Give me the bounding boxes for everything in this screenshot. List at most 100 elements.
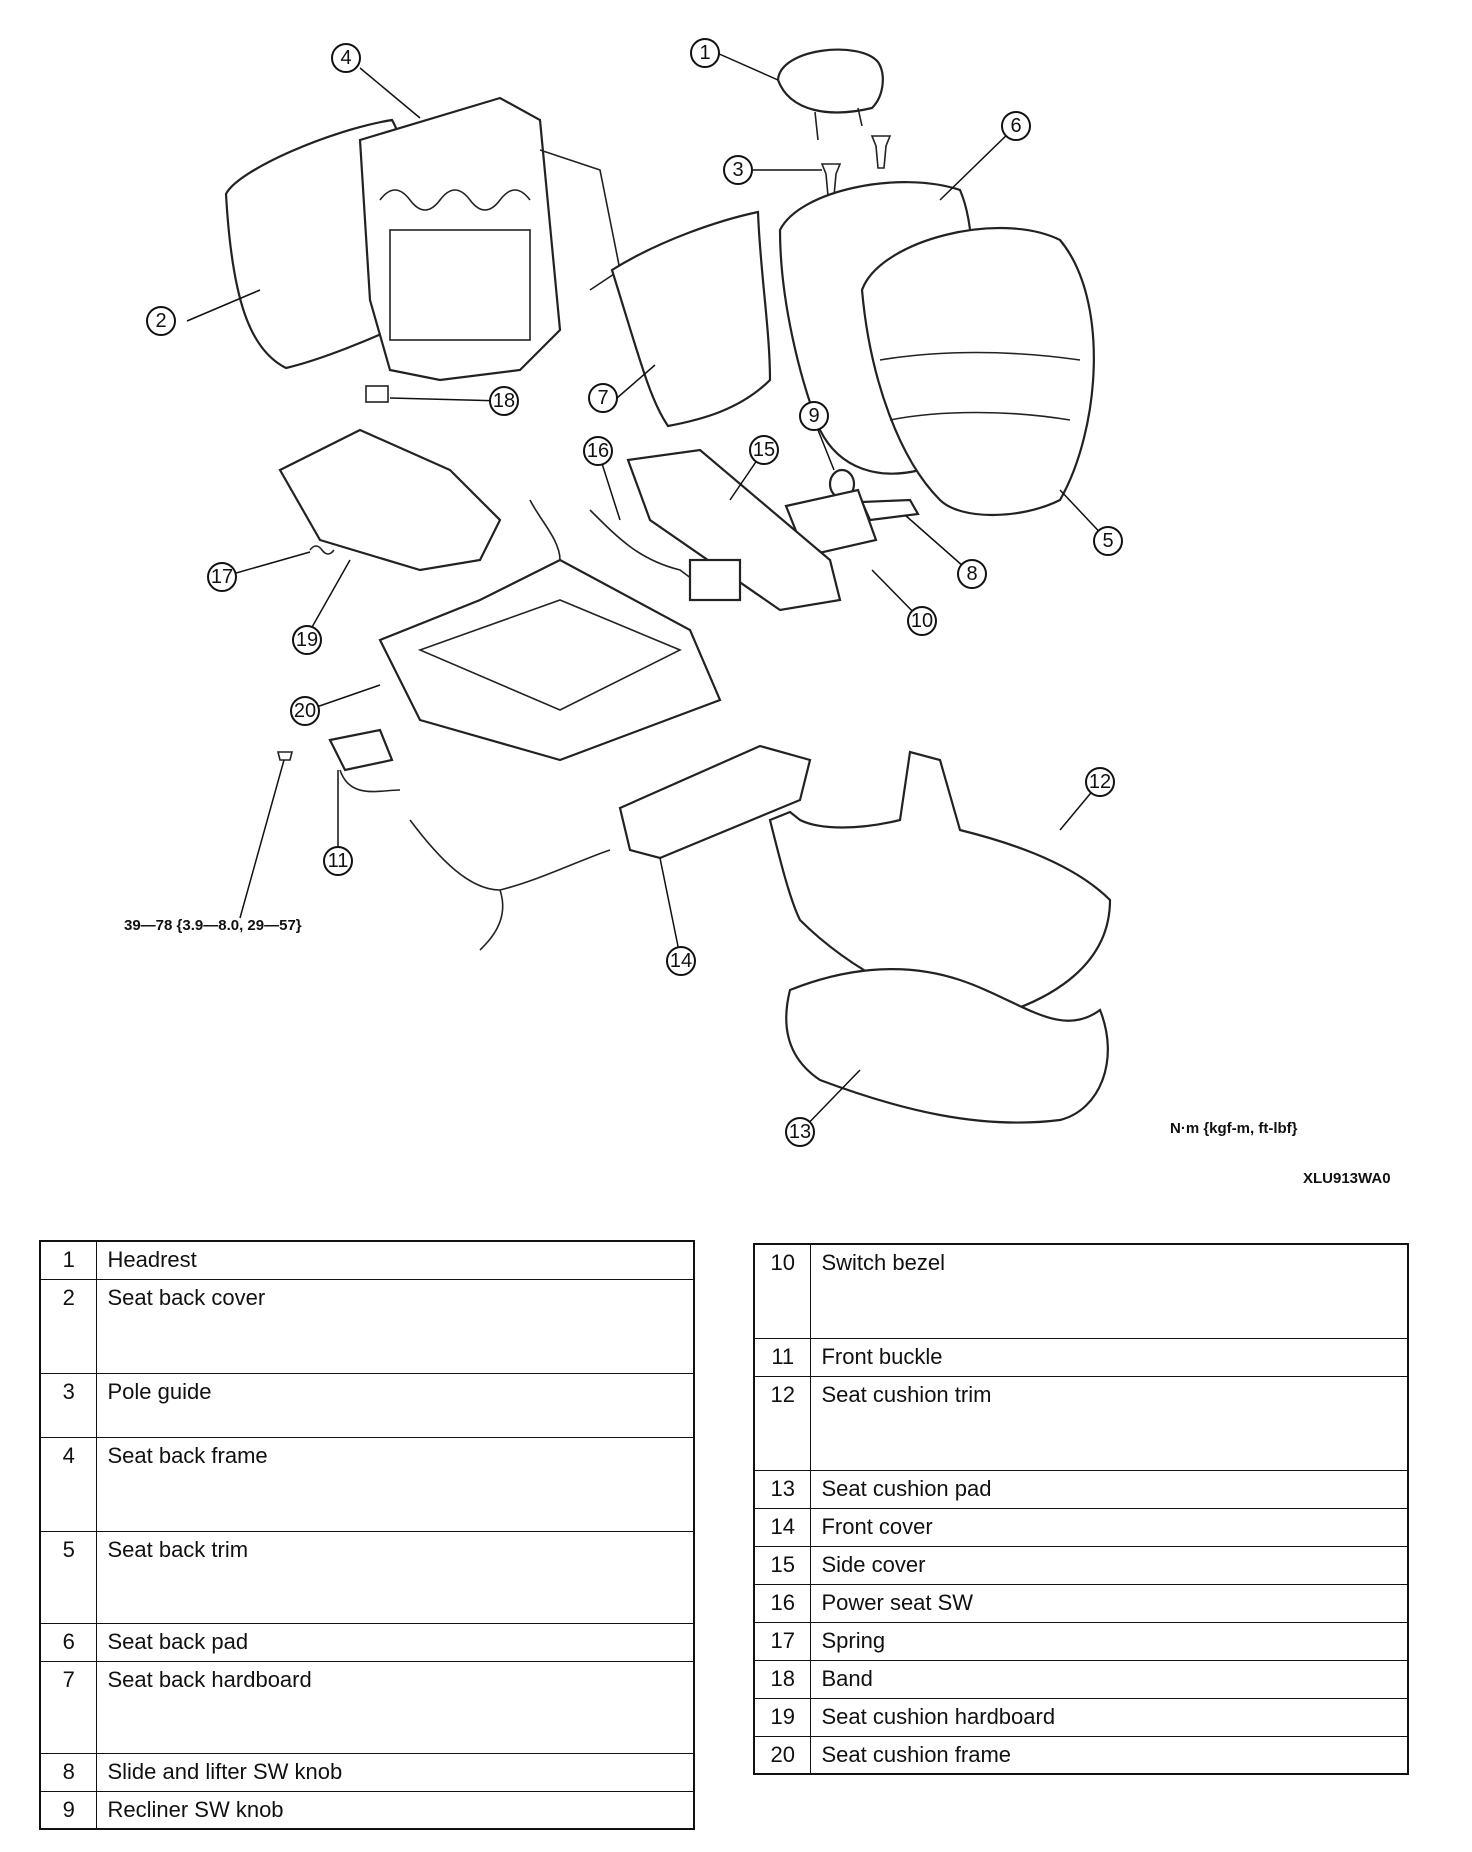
part-number: 16 [753,1583,812,1623]
part-number: 5 [39,1530,98,1624]
bolt-part [239,751,294,919]
part-number: 8 [39,1752,98,1792]
part-number: 2 [39,1278,98,1374]
part-number: 3 [39,1372,98,1438]
part-number: 20 [753,1735,812,1775]
part-name: Seat cushion frame [810,1735,1409,1775]
callout-label: 5 [1102,530,1113,552]
part-name: Seat back trim [96,1530,695,1624]
part-name: Seat back cover [96,1278,695,1374]
callout-15: 15 [749,435,779,465]
part-number: 11 [753,1337,812,1377]
callout-label: 15 [753,439,775,461]
part-name: Seat back hardboard [96,1660,695,1754]
seat-back-trim-part [860,227,1095,517]
headrest-part [776,48,884,141]
side-cover-part [626,448,842,612]
part-name: Switch bezel [810,1243,1409,1339]
part-name: Power seat SW [810,1583,1409,1623]
callout-label: 17 [211,566,233,588]
power-seat-sw-part [589,509,742,602]
callout-20: 20 [290,696,320,726]
callout-label: 8 [966,563,977,585]
wire-harness-part [409,819,611,951]
part-name: Spring [810,1621,1409,1661]
part-name: Band [810,1659,1409,1699]
seat-cushion-hardboard-part [278,428,502,572]
band-part [365,385,389,403]
part-name: Recliner SW knob [96,1790,695,1830]
seat-cushion-pad-part [785,968,1109,1124]
callout-label: 14 [670,950,692,972]
part-number: 7 [39,1660,98,1754]
seat-back-frame-part [358,96,621,382]
callout-label: 12 [1089,771,1111,793]
diagram-code: XLU913WA0 [1303,1170,1391,1187]
callout-2: 2 [146,306,176,336]
seat-cushion-frame-part [378,499,722,762]
callout-label: 10 [911,610,933,632]
callout-label: 2 [155,310,166,332]
callout-19: 19 [292,625,322,655]
part-name: Front buckle [810,1337,1409,1377]
callout-6: 6 [1001,111,1031,141]
part-name: Headrest [96,1240,695,1280]
callout-16: 16 [583,436,613,466]
callout-10: 10 [907,606,937,636]
callout-label: 3 [732,159,743,181]
torque-note: 39—78 {3.9—8.0, 29—57} [124,917,302,934]
part-number: 9 [39,1790,98,1830]
part-name: Seat cushion trim [810,1375,1409,1471]
callout-17: 17 [207,562,237,592]
part-name: Pole guide [96,1372,695,1438]
part-number: 6 [39,1622,98,1662]
exploded-seat-diagram: 1 2 3 4 5 6 7 8 9 10 11 12 13 14 15 16 1… [124,38,1391,1187]
part-number: 15 [753,1545,812,1585]
part-number: 12 [753,1375,812,1471]
callout-label: 19 [296,629,318,651]
callout-13: 13 [785,1117,815,1147]
callout-11: 11 [323,846,353,876]
slide-lifter-sw-knob-part [860,498,920,522]
callout-label: 9 [808,405,819,427]
part-number: 14 [753,1507,812,1547]
callout-label: 4 [340,47,351,69]
part-number: 13 [753,1469,812,1509]
callout-18: 18 [489,386,519,416]
callout-12: 12 [1085,767,1115,797]
part-number: 10 [753,1243,812,1339]
seat-back-hardboard-part [610,210,772,428]
part-number: 4 [39,1436,98,1532]
part-name: Seat back pad [96,1622,695,1662]
callout-label: 1 [699,42,710,64]
callout-label: 11 [328,850,349,872]
part-number: 18 [753,1659,812,1699]
part-number: 17 [753,1621,812,1661]
callout-8: 8 [957,559,987,589]
callout-3: 3 [723,155,753,185]
part-name: Seat cushion pad [810,1469,1409,1509]
callout-label: 18 [493,390,515,412]
part-name: Side cover [810,1545,1409,1585]
spring-part [309,545,335,555]
callout-5: 5 [1093,526,1123,556]
part-name: Slide and lifter SW knob [96,1752,695,1792]
part-name: Seat back frame [96,1436,695,1532]
callout-label: 13 [789,1121,811,1143]
